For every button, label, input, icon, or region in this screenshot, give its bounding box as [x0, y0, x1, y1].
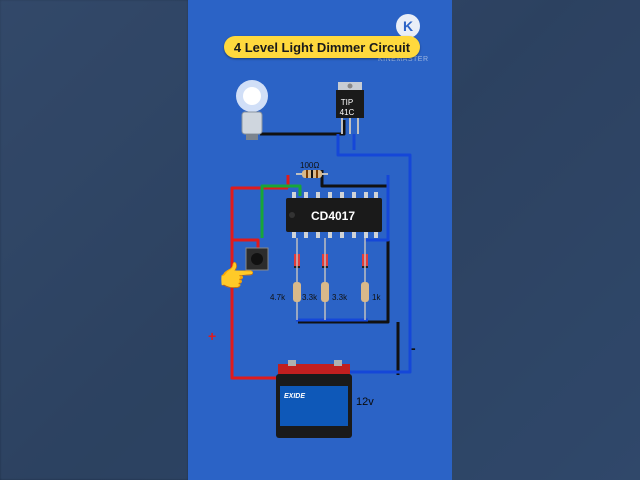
resistor-label-3: 3.3k	[332, 293, 348, 302]
plus-sign: +	[208, 328, 217, 344]
circuit-diagram	[230, 80, 412, 438]
resistor-leads	[296, 238, 366, 320]
ic-chip	[286, 198, 382, 232]
video-panel: K KINEMASTER 4 Level Light Dimmer Circui…	[188, 0, 452, 480]
push-button	[245, 247, 269, 271]
wire-blue-5	[364, 175, 390, 242]
wire-blue	[336, 134, 412, 330]
resistor-100	[296, 170, 328, 178]
battery-voltage: 12v	[356, 396, 374, 408]
kinemaster-logo: K	[396, 14, 420, 38]
pointing-hand-icon: 👉	[218, 261, 256, 294]
transistor-label-line2: 41C	[339, 108, 355, 117]
light-bulb	[236, 80, 268, 140]
transistor	[336, 82, 364, 134]
wire-black-3	[298, 238, 390, 324]
transistor-label: TIP 41C	[336, 98, 358, 118]
resistors	[293, 282, 369, 302]
resistor-label-1: 4.7k	[270, 293, 286, 302]
wire-black	[260, 120, 346, 136]
minus-sign: -	[411, 340, 416, 356]
video-title: 4 Level Light Dimmer Circuit	[224, 36, 420, 58]
blurred-background-right	[452, 0, 640, 480]
wire-red	[230, 186, 288, 380]
battery-brand: EXIDE	[284, 393, 306, 400]
ic-label: CD4017	[311, 209, 356, 223]
resistor-label-2: 3.3k	[302, 293, 318, 302]
watermark: KINEMASTER	[378, 56, 429, 63]
ic-pins	[292, 192, 378, 238]
battery	[276, 360, 352, 438]
transistor-label-line1: TIP	[340, 98, 354, 107]
blurred-background-left	[0, 0, 188, 480]
resistor-100-label: 100Ω	[300, 161, 320, 170]
diodes	[294, 254, 368, 268]
resistor-label-4: 1k	[372, 293, 381, 302]
wire-blue-3	[348, 330, 412, 374]
wire-green	[260, 184, 302, 196]
